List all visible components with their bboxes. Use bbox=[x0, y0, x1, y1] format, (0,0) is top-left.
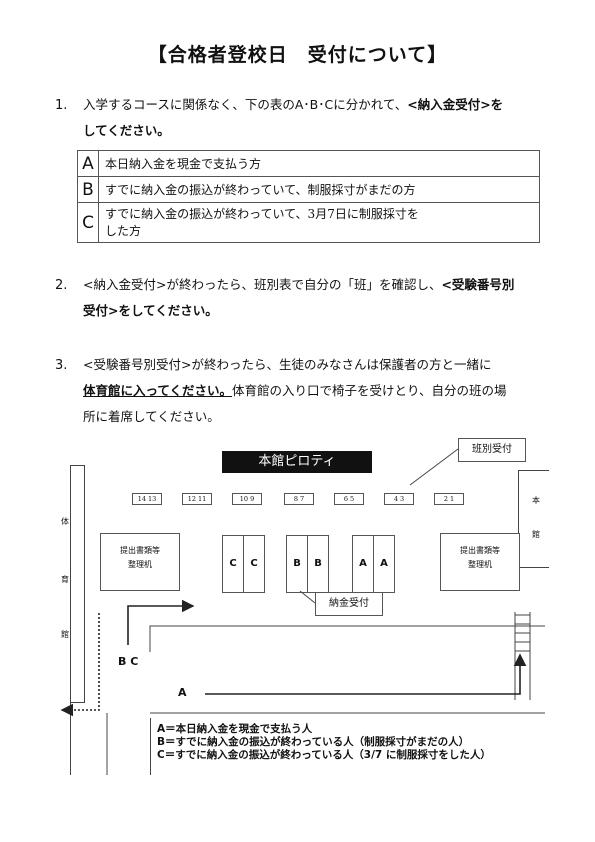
instruction-text: 所に着席してください。 bbox=[83, 409, 220, 424]
item-number: 2. bbox=[55, 278, 68, 293]
exit-dotted-arrow bbox=[60, 613, 100, 717]
group-description-line: した方 bbox=[105, 223, 142, 238]
group-number-tile: 14 13 bbox=[132, 493, 162, 505]
instruction-text: 体育館の入り口で椅子を受けとり、自分の班の場 bbox=[232, 383, 507, 398]
callout-leader bbox=[409, 448, 459, 486]
instruction-1: 入学するコースに関係なく、下の表のA･B･Cに分かれて、<納入金受付>を してく… bbox=[83, 92, 553, 144]
group-number-tile: 4 3 bbox=[384, 493, 414, 505]
stairs bbox=[514, 612, 531, 700]
route-a-arrow bbox=[205, 653, 527, 695]
instruction-bold: してください。 bbox=[83, 123, 170, 138]
item-number: 1. bbox=[55, 98, 68, 113]
legend-box: A＝本日納入金を現金で支払う人 B＝すでに納入金の振込が終わっている人（制服採寸… bbox=[150, 718, 541, 775]
gym-wall bbox=[70, 465, 85, 703]
main-building-label: 館 bbox=[532, 530, 540, 539]
main-building-wall bbox=[518, 470, 549, 568]
gym-wall-line bbox=[70, 465, 71, 775]
group-description: すでに納入金の振込が終わっていて、3月7日に制服採寸を した方 bbox=[98, 202, 540, 243]
gym-label: 体 bbox=[61, 517, 69, 526]
group-description-line: すでに納入金の振込が終わっていて、3月7日に制服採寸を bbox=[105, 206, 419, 221]
route-a-label: A bbox=[178, 686, 187, 699]
page-title: 【合格者登校日 受付について】 bbox=[147, 44, 448, 66]
document-desk: 提出書類等整理机 bbox=[440, 533, 520, 591]
table-row: C すでに納入金の振込が終わっていて、3月7日に制服採寸を した方 bbox=[77, 202, 540, 243]
desk-label: 整理机 bbox=[128, 560, 152, 569]
route-bc-label: B C bbox=[118, 655, 139, 668]
legend-item: A＝本日納入金を現金で支払う人 bbox=[157, 723, 313, 735]
instruction-3: <受験番号別受付>が終わったら、生徒のみなさんは保護者の方と一緒に 体育館に入っ… bbox=[83, 352, 553, 430]
group-table: A 本日納入金を現金で支払う方 B すでに納入金の振込が終わっていて、制服採寸が… bbox=[77, 150, 540, 243]
group-number-tile: 12 11 bbox=[182, 493, 212, 505]
desk-label: 整理机 bbox=[468, 560, 492, 569]
group-number-tile: 10 9 bbox=[232, 493, 262, 505]
legend: A＝本日納入金を現金で支払う人 B＝すでに納入金の振込が終わっている人（制服採寸… bbox=[151, 718, 541, 762]
legend-item: B＝すでに納入金の振込が終わっている人（制服採寸がまだの人） bbox=[157, 736, 470, 748]
group-reception-label: 班別受付 bbox=[458, 438, 526, 462]
instruction-text: <受験番号別受付>が終わったら、生徒のみなさんは保護者の方と一緒に bbox=[83, 357, 492, 372]
item-number: 3. bbox=[55, 358, 68, 373]
instruction-bold: <納入金受付>を bbox=[407, 97, 504, 112]
instruction-bold: 体育館に入ってください。 bbox=[83, 383, 233, 398]
gym-label: 育 bbox=[61, 575, 69, 584]
instruction-text: 入学するコースに関係なく、下の表のA･B･Cに分かれて、 bbox=[83, 97, 408, 112]
instruction-bold: 受付>をしてください。 bbox=[83, 303, 218, 318]
instruction-bold: <受験番号別 bbox=[441, 277, 515, 292]
payment-desk-c: C bbox=[243, 535, 265, 593]
corridor-wall bbox=[149, 625, 545, 652]
instruction-text: <納入金受付>が終わったら、班別表で自分の「班」を確認し、 bbox=[83, 277, 442, 292]
instruction-2: <納入金受付>が終わったら、班別表で自分の「班」を確認し、<受験番号別 受付>を… bbox=[83, 272, 553, 324]
pilotis-label: 本館ピロティ bbox=[222, 451, 372, 473]
main-building-label: 本 bbox=[532, 496, 540, 505]
legend-item: C＝すでに納入金の振込が終わっている人（3/7 に制服採寸をした人） bbox=[157, 749, 491, 761]
desk-label: 提出書類等 bbox=[120, 546, 160, 555]
group-number-tile: 6 5 bbox=[334, 493, 364, 505]
group-number-tile: 8 7 bbox=[284, 493, 314, 505]
payment-reception-label: 納金受付 bbox=[315, 592, 383, 616]
document-desk: 提出書類等整理机 bbox=[100, 533, 180, 591]
desk-label: 提出書類等 bbox=[460, 546, 500, 555]
route-bc-arrow bbox=[127, 599, 195, 645]
callout-leader bbox=[299, 590, 316, 604]
group-number-tile: 2 1 bbox=[434, 493, 464, 505]
gym-label: 館 bbox=[61, 630, 69, 639]
payment-desk-a: A bbox=[373, 535, 395, 593]
